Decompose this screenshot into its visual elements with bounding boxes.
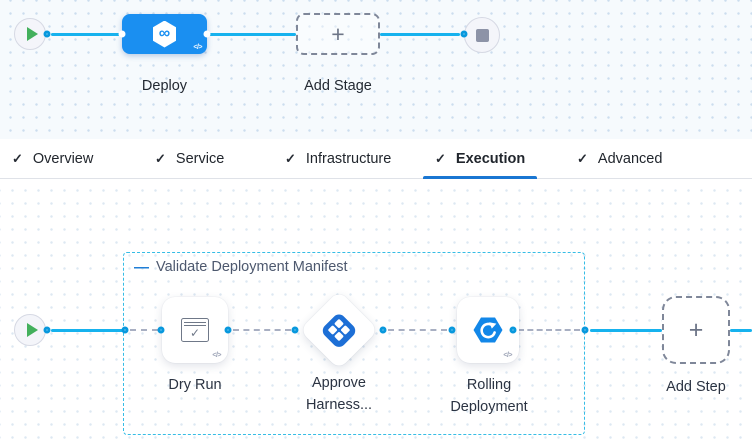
tab-label: Service [175,150,225,167]
harness-logo-icon: ∞ [153,20,176,48]
code-view-icon: </> [212,352,221,359]
step-label-approve-harness: Approve Harness... [305,375,373,413]
connector-line-dashed [130,329,158,331]
connector-line [207,33,296,36]
check-icon: ✓ [285,150,296,166]
connector-port[interactable] [121,326,129,334]
collapse-group-icon[interactable]: — [134,258,149,276]
connector-port[interactable] [460,30,468,38]
check-icon: ✓ [435,150,446,166]
step-group-header[interactable]: — Validate Deployment Manifest [134,259,348,275]
tab-advanced[interactable]: ✓ Advanced [565,139,674,178]
connector-port[interactable] [581,326,589,334]
tab-infrastructure[interactable]: ✓ Infrastructure [273,139,403,178]
stage-graph-canvas[interactable]: ∞ </> Deploy + Add Stage [0,0,752,139]
plus-icon: + [688,315,704,344]
connector-port[interactable] [291,326,299,334]
tab-service[interactable]: ✓ Service [143,139,236,178]
connector-port[interactable] [448,326,456,334]
stop-icon [475,28,489,42]
connector-line [380,33,460,36]
add-step-button[interactable]: + [662,296,730,364]
dry-run-icon: ✓ [181,318,209,342]
step-group-validate-deployment-manifest[interactable] [123,252,585,435]
rolling-deployment-icon [473,317,503,343]
connector-port[interactable] [379,326,387,334]
node-port-left[interactable] [118,30,126,38]
active-tab-indicator [423,176,538,179]
check-icon: ✓ [577,150,588,166]
node-port-right[interactable] [203,30,211,38]
tab-execution[interactable]: ✓ Execution [423,139,538,179]
step-label-dry-run: Dry Run [168,377,222,393]
stage-label-deploy: Deploy [141,78,188,94]
connector-port[interactable] [224,326,232,334]
play-icon [26,323,38,337]
add-stage-label: Add Stage [304,78,372,94]
tab-label: Infrastructure [305,150,392,167]
add-step-label: Add Step [666,379,726,395]
stage-config-tabs: ✓ Overview ✓ Service ✓ Infrastructure ✓ … [0,139,752,179]
connector-line [51,329,124,332]
connector-port[interactable] [43,30,51,38]
harness-approval-icon [319,310,359,350]
tab-label: Advanced [597,150,663,167]
connector-line [590,329,662,332]
connector-line-dashed [388,329,447,331]
pipeline-end-node [464,17,500,53]
code-view-icon: </> [503,352,512,359]
connector-line-dashed [518,329,580,331]
code-view-icon: </> [193,44,202,51]
connector-port[interactable] [157,326,165,334]
tab-label: Overview [32,150,94,167]
pipeline-start-node [14,18,46,50]
step-label-rolling-deployment: Rolling Deployment [450,377,528,415]
step-node-rolling-deployment[interactable]: </> [457,297,519,363]
play-icon [26,27,38,41]
tab-overview[interactable]: ✓ Overview [0,139,105,178]
add-stage-button[interactable]: + [296,13,380,55]
check-icon: ✓ [12,150,23,166]
connector-port[interactable] [509,326,517,334]
tab-label: Execution [455,150,526,167]
connector-line-dashed [233,329,291,331]
connector-port[interactable] [43,326,51,334]
execution-graph-canvas[interactable]: — Validate Deployment Manifest ✓ </> Dry… [0,179,752,448]
plus-icon: + [331,20,345,47]
step-node-dry-run[interactable]: ✓ </> [162,297,228,363]
stage-node-deploy[interactable]: ∞ </> [118,14,211,54]
execution-start-node [14,314,46,346]
connector-line [51,33,123,36]
connector-line [730,329,752,332]
check-icon: ✓ [155,150,166,166]
step-group-title: Validate Deployment Manifest [156,259,348,275]
